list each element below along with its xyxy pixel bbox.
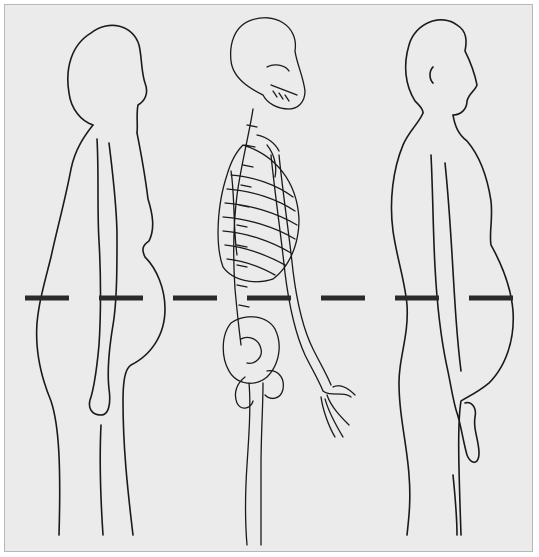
hand-bones <box>321 386 355 437</box>
woman-back-outline <box>37 125 93 535</box>
man-ear <box>430 67 433 83</box>
woman-head-outline <box>68 25 147 133</box>
woman-front-outline <box>123 133 165 535</box>
woman-silhouette <box>37 25 165 535</box>
skull-outline <box>231 18 305 109</box>
femur <box>246 371 284 545</box>
pelvis <box>223 317 279 384</box>
body-profile-diagram <box>5 5 534 553</box>
man-back-outline <box>391 113 423 535</box>
figure-frame <box>4 4 533 552</box>
man-head-outline <box>406 20 477 115</box>
woman-arm-outline <box>89 139 117 415</box>
man-arm-outline <box>431 155 479 462</box>
ribcage-outline <box>218 145 299 282</box>
man-front-outline <box>453 115 513 535</box>
man-leg-divide <box>453 475 457 535</box>
jaw-teeth <box>267 65 297 101</box>
woman-leg-divide <box>100 425 103 535</box>
spine <box>234 109 253 345</box>
skeleton <box>218 18 355 545</box>
shoulder-clavicle <box>257 135 279 177</box>
ribs <box>223 171 297 275</box>
man-silhouette <box>391 20 513 535</box>
hip-socket <box>235 377 253 408</box>
